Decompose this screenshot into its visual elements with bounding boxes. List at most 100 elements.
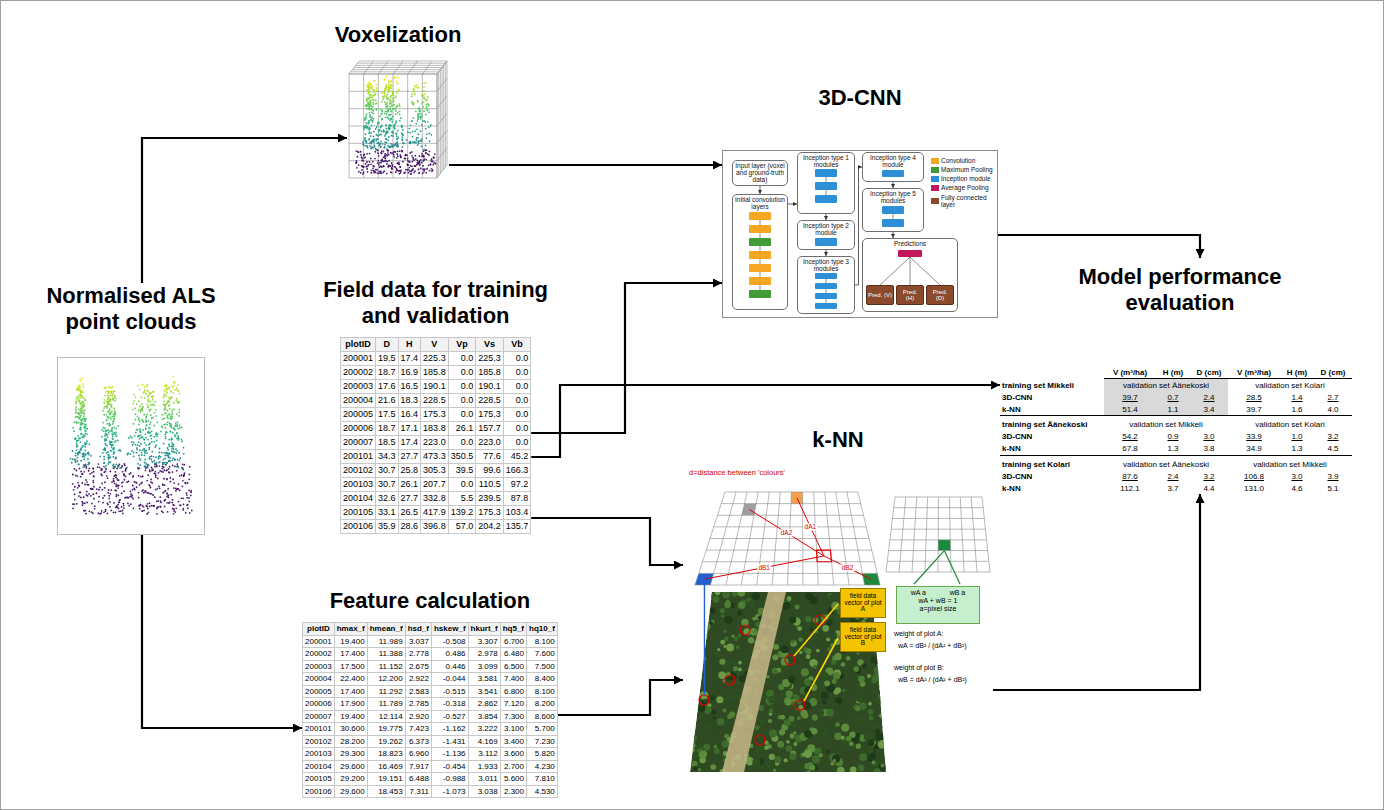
lidar-point [75, 401, 77, 403]
lidar-point [83, 452, 85, 454]
lidar-point [111, 441, 113, 443]
lidar-point [182, 468, 184, 470]
lidar-point [373, 99, 375, 101]
lidar-point [390, 146, 392, 148]
lidar-point [387, 166, 389, 168]
lidar-point [85, 479, 87, 481]
lidar-point [155, 415, 157, 417]
lidar-point [425, 108, 427, 110]
lidar-point [425, 113, 427, 115]
lidar-point [149, 502, 151, 504]
lidar-point [412, 168, 414, 170]
lidar-point [396, 157, 398, 159]
lidar-point [141, 490, 143, 492]
lidar-point [144, 466, 146, 468]
lidar-point [120, 450, 122, 452]
lidar-point [107, 451, 109, 453]
lidar-point [373, 118, 375, 120]
lidar-point [414, 155, 416, 157]
lidar-point [371, 119, 373, 121]
lidar-point [169, 425, 171, 427]
lidar-point [379, 143, 381, 145]
lidar-point [122, 513, 124, 515]
lidar-point [169, 453, 171, 455]
lidar-point [191, 510, 193, 512]
lidar-point [170, 431, 172, 433]
lidar-point [113, 451, 115, 453]
lidar-point [421, 140, 423, 142]
lidar-point [396, 92, 398, 94]
lidar-point [169, 481, 171, 483]
lidar-point [406, 163, 408, 165]
lidar-point [118, 502, 120, 504]
lidar-point [117, 439, 119, 441]
lidar-point [381, 111, 383, 113]
lidar-point [383, 131, 385, 133]
lidar-point [111, 446, 113, 448]
lidar-point [416, 164, 418, 166]
lidar-point [94, 505, 96, 507]
lidar-point [159, 461, 161, 463]
lidar-point [84, 444, 86, 446]
lidar-point [156, 462, 158, 464]
lidar-point [103, 414, 105, 416]
lidar-point [118, 450, 120, 452]
lidar-point [150, 422, 152, 424]
lidar-point [176, 424, 178, 426]
lidar-point [423, 155, 425, 157]
lidar-point [389, 99, 391, 101]
lidar-point [80, 423, 82, 425]
lidar-point [166, 432, 168, 434]
lidar-point [151, 451, 153, 453]
lidar-point [92, 480, 94, 482]
lidar-point [368, 108, 370, 110]
lidar-point [366, 153, 368, 155]
lidar-point [109, 430, 111, 432]
lidar-point [79, 414, 81, 416]
lidar-point [79, 390, 81, 392]
lidar-point [147, 474, 149, 476]
lidar-point [90, 488, 92, 490]
lidar-point [102, 452, 104, 454]
lidar-point [109, 456, 111, 458]
lidar-point [108, 455, 110, 457]
voxel-grid-line [407, 74, 408, 178]
lidar-point [166, 417, 168, 419]
lidar-point [139, 508, 141, 510]
lidar-point [112, 416, 114, 418]
lidar-point [86, 427, 88, 429]
lidar-point [146, 513, 148, 515]
lidar-point [187, 504, 189, 506]
lidar-point [112, 413, 114, 415]
lidar-point [81, 403, 83, 405]
lidar-point [106, 475, 108, 477]
lidar-point [425, 82, 427, 84]
lidar-point [142, 475, 144, 477]
lidar-point [390, 81, 392, 83]
lidar-point [391, 165, 393, 167]
lidar-point [140, 504, 142, 506]
lidar-point [366, 89, 368, 91]
lidar-point [85, 443, 87, 445]
lidar-point [81, 504, 83, 506]
lidar-point [168, 468, 170, 470]
lidar-point [73, 430, 75, 432]
lidar-point [144, 490, 146, 492]
lidar-point [418, 163, 420, 165]
lidar-point [424, 121, 426, 123]
lidar-point [158, 486, 160, 488]
lidar-point [121, 492, 123, 494]
lidar-point [383, 166, 385, 168]
lidar-point [402, 142, 404, 144]
lidar-point [414, 165, 416, 167]
lidar-point [86, 440, 88, 442]
lidar-point [425, 158, 427, 160]
lidar-point [174, 428, 176, 430]
lidar-point [167, 511, 169, 513]
lidar-point [177, 428, 179, 430]
lidar-point [384, 101, 386, 103]
lidar-point [182, 480, 184, 482]
lidar-point [152, 461, 154, 463]
lidar-point [410, 173, 412, 175]
lidar-point [362, 143, 364, 145]
